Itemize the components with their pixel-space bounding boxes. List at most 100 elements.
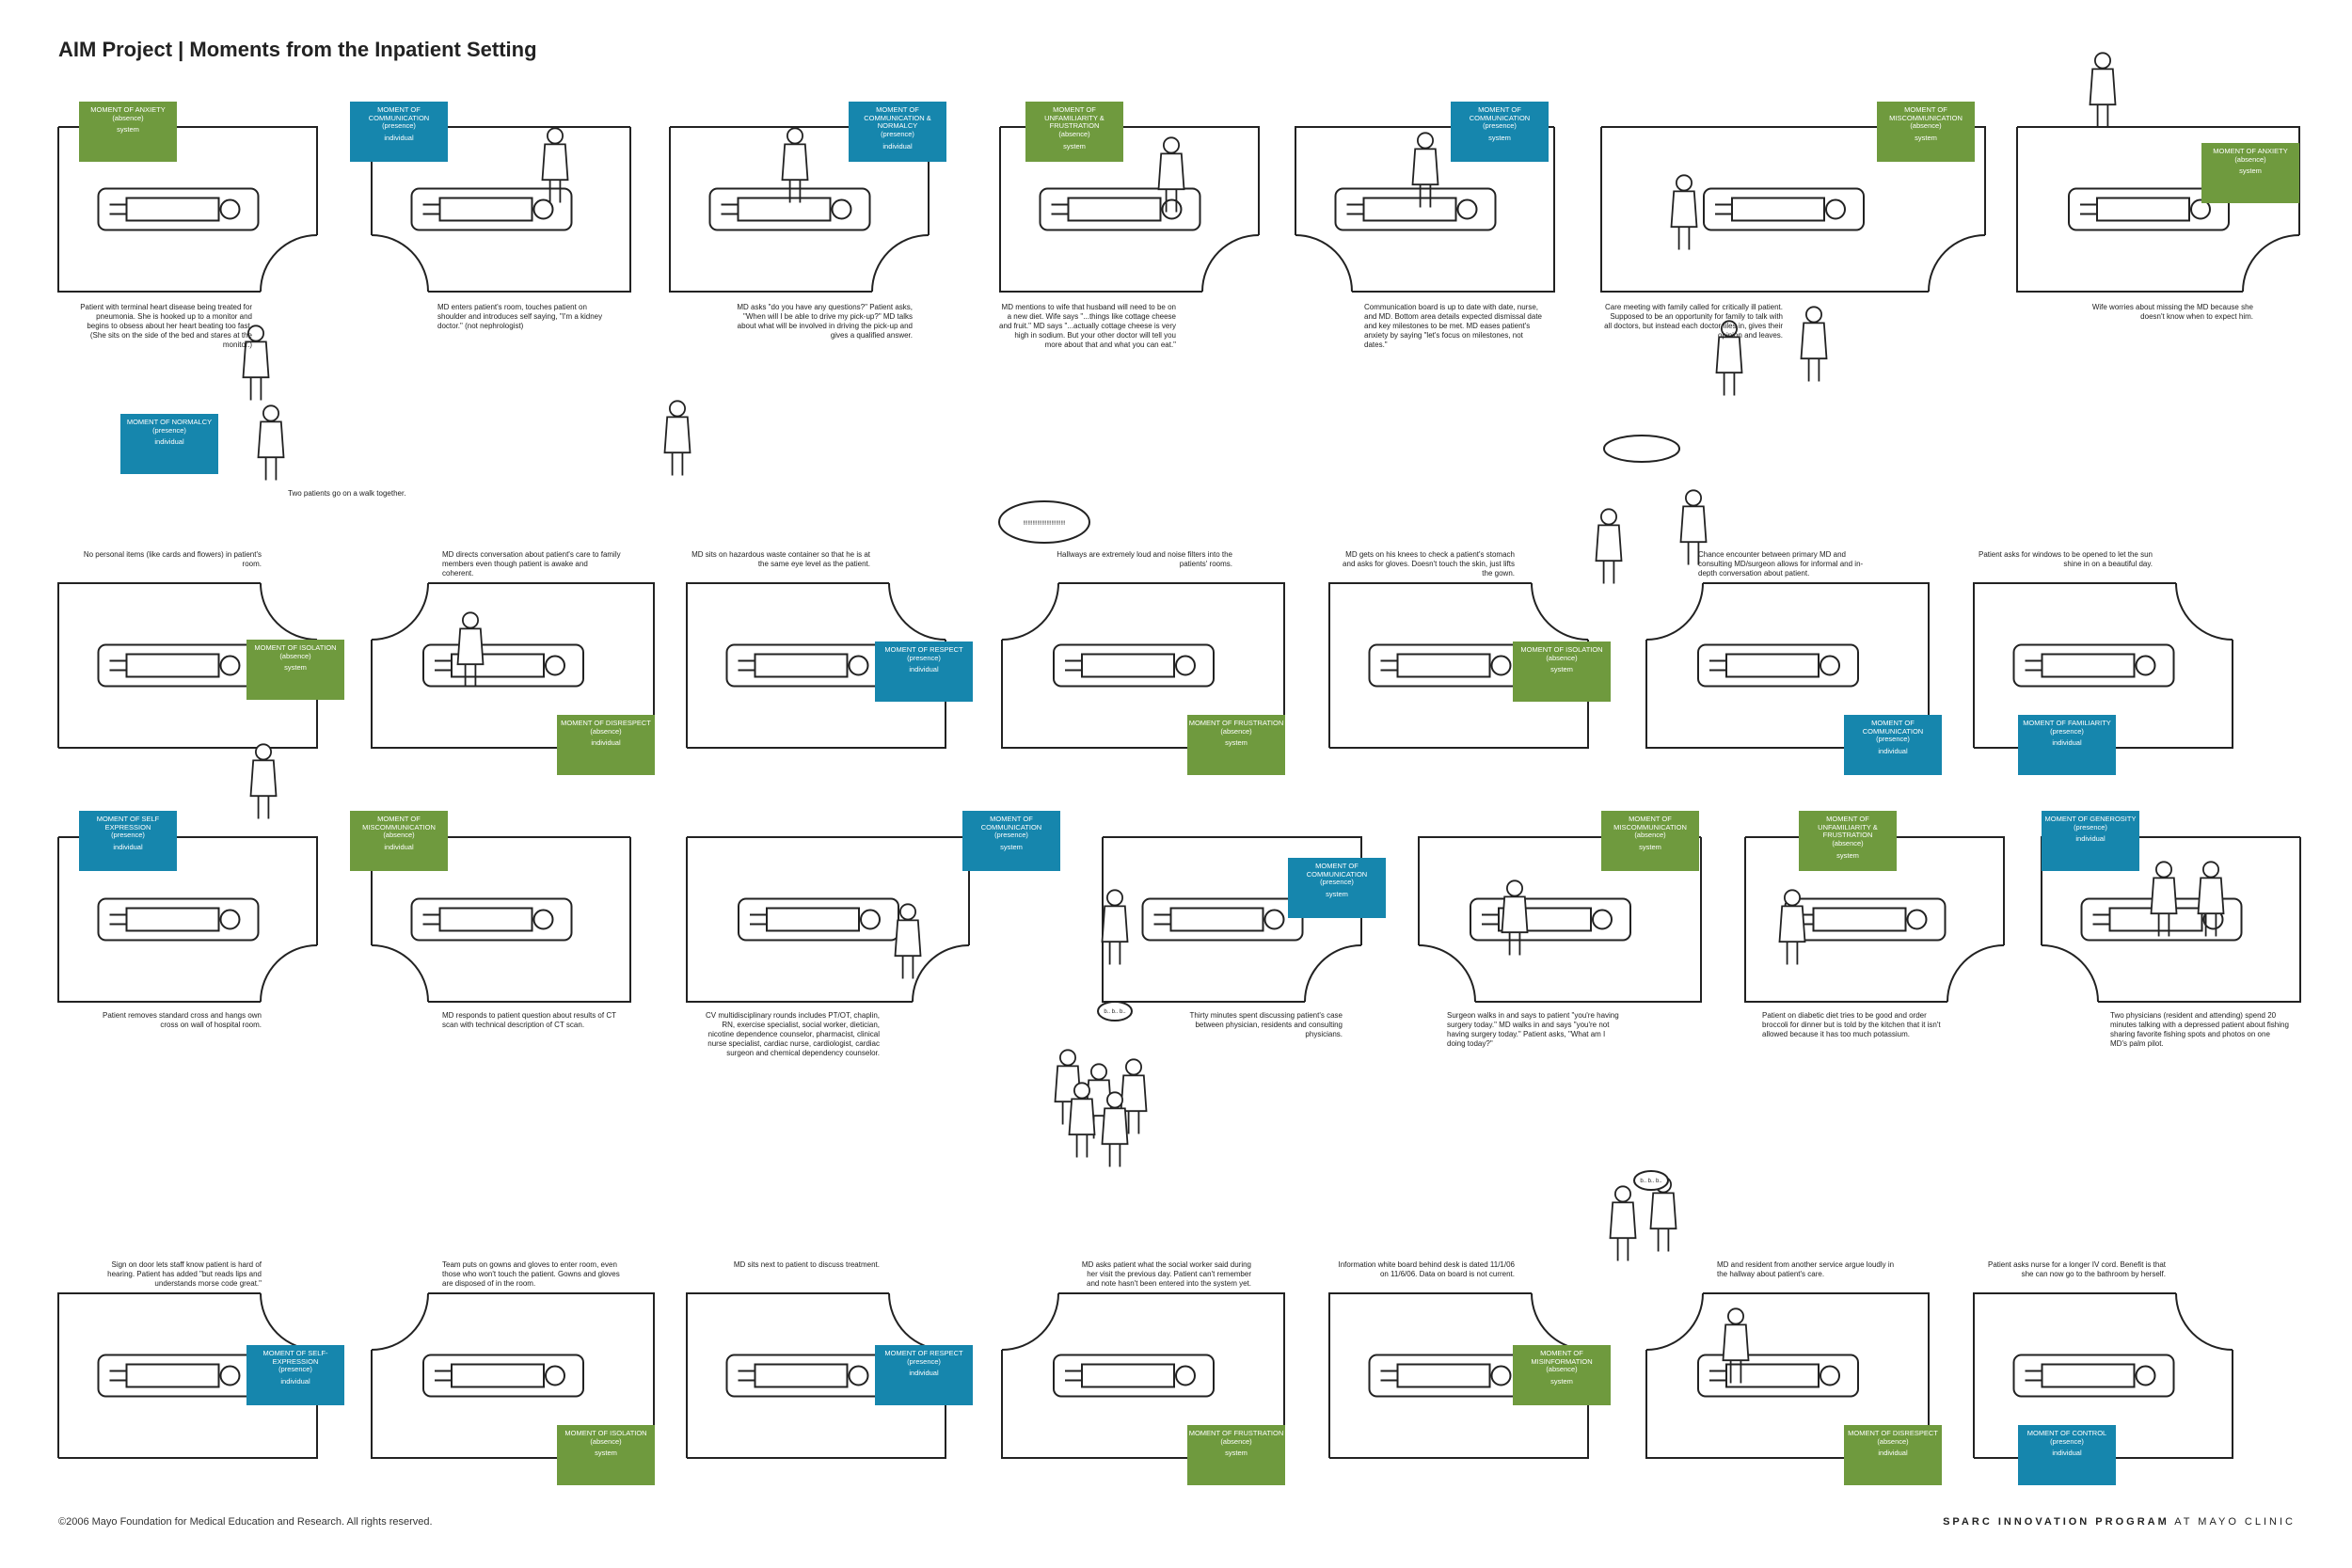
person-body — [1411, 148, 1439, 186]
person-legs — [1723, 372, 1736, 396]
moment-label: MOMENT OF MISCOMMUNICATION — [1889, 105, 1963, 122]
person-figure — [242, 325, 270, 401]
door-swing — [1304, 944, 1362, 1003]
patient-body — [1725, 653, 1820, 678]
moment-label: MOMENT OF SELF EXPRESSION — [96, 815, 160, 832]
moment-label: MOMENT OF UNFAMILIARITY & FRUSTRATION — [1044, 105, 1104, 131]
moment-caption: Chance encounter between primary MD and … — [1698, 550, 1864, 578]
moment-label: MOMENT OF MISCOMMUNICATION — [362, 815, 436, 832]
person-body — [1649, 1192, 1677, 1230]
moment-caption: Information white board behind desk is d… — [1338, 1260, 1515, 1278]
door-swing — [1645, 1292, 1704, 1351]
patient-legs — [1380, 1370, 1398, 1382]
moment-mode: (absence) — [590, 726, 622, 736]
moment-caption: Sign on door lets staff know patient is … — [107, 1260, 262, 1288]
patient-legs — [1380, 659, 1398, 672]
moment-caption: Care meeting with family called for crit… — [1604, 303, 1783, 340]
moment-mode: (presence) — [2074, 822, 2107, 832]
room-wall — [2016, 126, 2300, 293]
moment-tag: MOMENT OF ANXIETY(absence)system — [2201, 143, 2299, 203]
moment-tag: MOMENT OF RESPECT(presence)individual — [875, 1345, 973, 1405]
person-legs — [1108, 1144, 1121, 1167]
patient-head — [1820, 655, 1840, 676]
person-head — [2154, 861, 2173, 879]
person-figure — [1101, 889, 1129, 965]
patient-head — [860, 909, 881, 930]
door-swing — [888, 582, 946, 641]
person-head — [1684, 489, 1703, 507]
moment-label: MOMENT OF COMMUNICATION — [1862, 719, 1924, 736]
person-body — [249, 759, 278, 798]
moment-caption: Two patients go on a walk together. — [288, 489, 406, 498]
door-swing — [2175, 1292, 2233, 1351]
moment-scope: system — [117, 125, 139, 135]
person-legs — [548, 180, 562, 203]
moment-caption: Patient with terminal heart disease bein… — [80, 303, 252, 349]
door-swing — [1418, 944, 1476, 1003]
person-body — [1609, 1201, 1637, 1240]
moment-tag: MOMENT OF UNFAMILIARITY & FRUSTRATION(ab… — [1799, 811, 1897, 871]
patient-head — [219, 198, 241, 220]
door-swing — [888, 1292, 946, 1351]
moment-scope: individual — [1878, 1449, 1908, 1458]
patient-body — [2041, 653, 2136, 678]
person-figure — [1501, 879, 1529, 956]
moment-mode: (absence) — [1877, 1436, 1909, 1446]
person-figure — [1670, 174, 1698, 250]
patient-legs — [2025, 1370, 2042, 1382]
moment-label: MOMENT OF ISOLATION — [564, 1429, 647, 1437]
moment-mode: (presence) — [1320, 878, 1354, 887]
person-head — [461, 611, 480, 629]
moment-label: MOMENT OF COMMUNICATION — [1469, 105, 1531, 122]
moment-tag: MOMENT OF SELF-EXPRESSION(presence)indiv… — [246, 1345, 344, 1405]
speech-text-hurry: b.. b.. b.. — [1640, 1179, 1662, 1184]
person-figure — [541, 127, 569, 203]
moment-label: MOMENT OF FAMILIARITY — [2023, 719, 2111, 727]
moment-scope: system — [1550, 1376, 1573, 1386]
moment-scope: system — [1836, 850, 1859, 860]
moment-mode: (presence) — [907, 1356, 941, 1366]
person-legs — [1677, 227, 1691, 250]
door-swing — [371, 234, 429, 293]
patient-body — [737, 197, 832, 222]
patient-legs — [109, 659, 127, 672]
patient-legs — [1065, 1370, 1082, 1382]
room-wall — [1600, 126, 1986, 293]
patient-body — [754, 1363, 849, 1388]
person-body — [1595, 524, 1623, 562]
person-figure — [249, 743, 278, 819]
moment-label: MOMENT OF NORMALCY — [126, 418, 213, 426]
moment-caption: MD mentions to wife that husband will ne… — [999, 303, 1176, 349]
moment-caption: Patient on diabetic diet tries to be goo… — [1762, 1011, 1941, 1038]
person-legs — [2204, 913, 2217, 937]
moment-tag: MOMENT OF DISRESPECT(absence)individual — [1844, 1425, 1942, 1485]
person-legs — [2157, 913, 2170, 937]
moment-mode: (absence) — [2234, 154, 2266, 164]
person-figure — [1722, 1307, 1750, 1384]
patient-head — [1820, 1365, 1840, 1386]
moment-label: MOMENT OF UNFAMILIARITY & FRUSTRATION — [1818, 815, 1878, 840]
person-legs — [1127, 1111, 1140, 1134]
moment-tag: MOMENT OF FRUSTRATION(absence)system — [1187, 1425, 1285, 1485]
moment-caption: Hallways are extremely loud and noise fi… — [1057, 550, 1232, 568]
patient-body — [2041, 1363, 2136, 1388]
person-head — [546, 127, 564, 145]
person-body — [1670, 190, 1698, 229]
moment-mode: (presence) — [994, 831, 1028, 840]
patient-body — [125, 907, 220, 932]
patient-head — [219, 909, 241, 930]
person-body — [1101, 1107, 1129, 1146]
patient-body — [1362, 197, 1457, 222]
patient-body — [754, 653, 849, 678]
person-legs — [2096, 104, 2109, 128]
moment-scope: system — [595, 1449, 617, 1458]
person-body — [242, 341, 270, 379]
moment-mode: (presence) — [278, 1365, 312, 1374]
patient-body — [1081, 1363, 1175, 1388]
moment-tag: MOMENT OF MISCOMMUNICATION(absence)syste… — [1877, 102, 1975, 162]
person-head — [254, 743, 273, 761]
person-figure — [2197, 861, 2225, 937]
person-legs — [1165, 189, 1178, 213]
moment-mode: (absence) — [1546, 1365, 1578, 1374]
moment-tag: MOMENT OF GENEROSITY(presence)individual — [2042, 811, 2139, 871]
